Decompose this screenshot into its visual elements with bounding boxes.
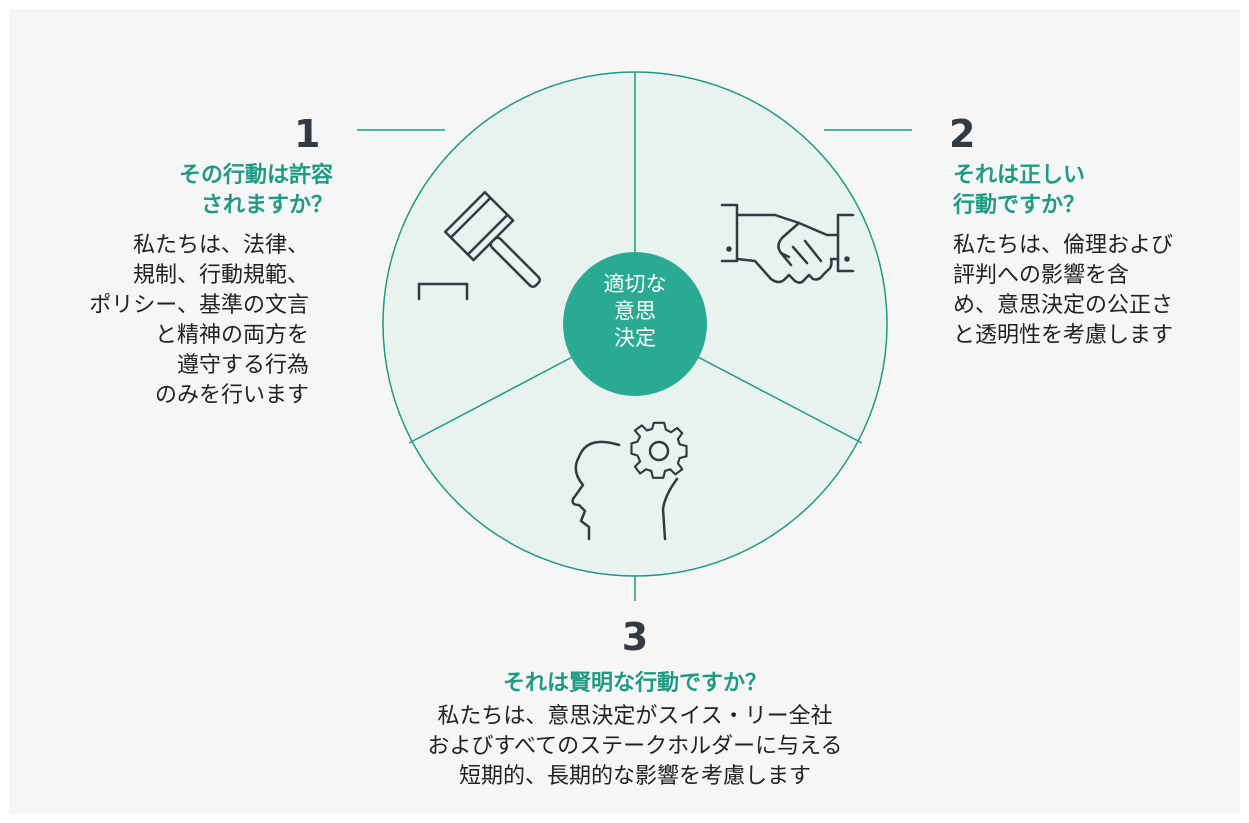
section-1-question: その行動は許容 されますか？: [178, 163, 333, 218]
section-2-number: 2: [949, 112, 976, 156]
section-1-number: 1: [294, 112, 321, 156]
decision-wheel: [357, 71, 912, 601]
section-3-question: それは賢明な行動ですか？: [502, 671, 767, 696]
section-3-number: 3: [621, 615, 649, 659]
section-1-body: 私たちは、法律、 規制、行動規範、 ポリシー、基準の文言 と精神の両方を 遵守す…: [89, 233, 309, 408]
center-hub: [563, 252, 707, 396]
section-2-body: 私たちは、倫理および 評判への影響を含 め、意思決定の公正さ と透明性を考慮しま…: [953, 233, 1174, 348]
section-3-body: 私たちは、意思決定がスイス・リー全社 およびすべてのステークホルダーに与える 短…: [427, 704, 843, 789]
gavel-icon: [417, 190, 541, 301]
handshake-icon: [720, 203, 855, 284]
diagram-canvas: 適切な 意思 決定 1 その行動は許容 されますか？ 私たちは、法律、 規制、行…: [9, 9, 1240, 814]
head-gear-icon: [571, 421, 688, 541]
section-2-question: それは正しい 行動ですか？: [953, 163, 1086, 218]
center-label: 適切な 意思 決定: [603, 272, 667, 350]
